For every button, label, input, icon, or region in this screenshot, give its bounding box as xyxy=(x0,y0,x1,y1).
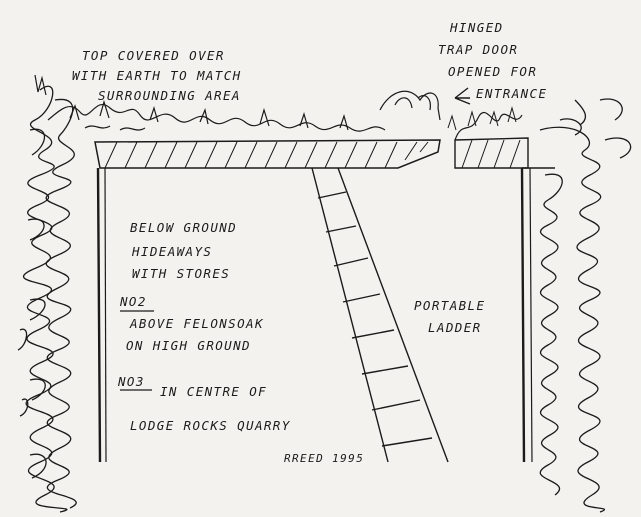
trap-door-label-line4: ENTRANCE xyxy=(476,86,548,101)
location-3-line2: LODGE ROCKS QUARRY xyxy=(130,418,291,433)
location-2-line2: ON HIGH GROUND xyxy=(126,338,251,353)
left-earth-hatching xyxy=(17,85,77,513)
roof-slab xyxy=(94,139,441,169)
list-underlines xyxy=(120,310,154,391)
left-wall xyxy=(96,167,107,463)
top-cover-label-line2: WITH EARTH TO MATCH xyxy=(72,68,242,83)
hideaways-label-line3: WITH STORES xyxy=(132,266,231,281)
location-2-line1: ABOVE FELONSOAK xyxy=(130,316,264,331)
right-earth-hatching xyxy=(539,98,632,513)
top-cover-label-line3: SURROUNDING AREA xyxy=(98,88,241,103)
ladder-label-line2: LADDER xyxy=(428,320,482,335)
entrance-arrow xyxy=(454,87,471,105)
trap-door-label-line3: OPENED FOR xyxy=(448,64,538,79)
ladder-label-line1: PORTABLE xyxy=(414,298,486,313)
hideaways-label-line2: HIDEAWAYS xyxy=(132,244,213,259)
hideaways-label-line1: BELOW GROUND xyxy=(130,220,238,235)
right-wall xyxy=(520,167,555,463)
trap-door-label-line1: HINGED xyxy=(450,20,504,35)
location-3-number: NO3 xyxy=(118,374,145,389)
location-3-line1: IN CENTRE OF xyxy=(160,384,268,399)
left-surface-mound xyxy=(34,74,441,132)
signature: RREED 1995 xyxy=(284,452,365,465)
top-cover-label-line1: TOP COVERED OVER xyxy=(82,48,225,63)
trap-door-frame xyxy=(447,106,529,169)
portable-ladder xyxy=(311,167,449,463)
location-2-number: NO2 xyxy=(120,294,147,309)
trap-door-label-line2: TRAP DOOR xyxy=(438,42,519,57)
